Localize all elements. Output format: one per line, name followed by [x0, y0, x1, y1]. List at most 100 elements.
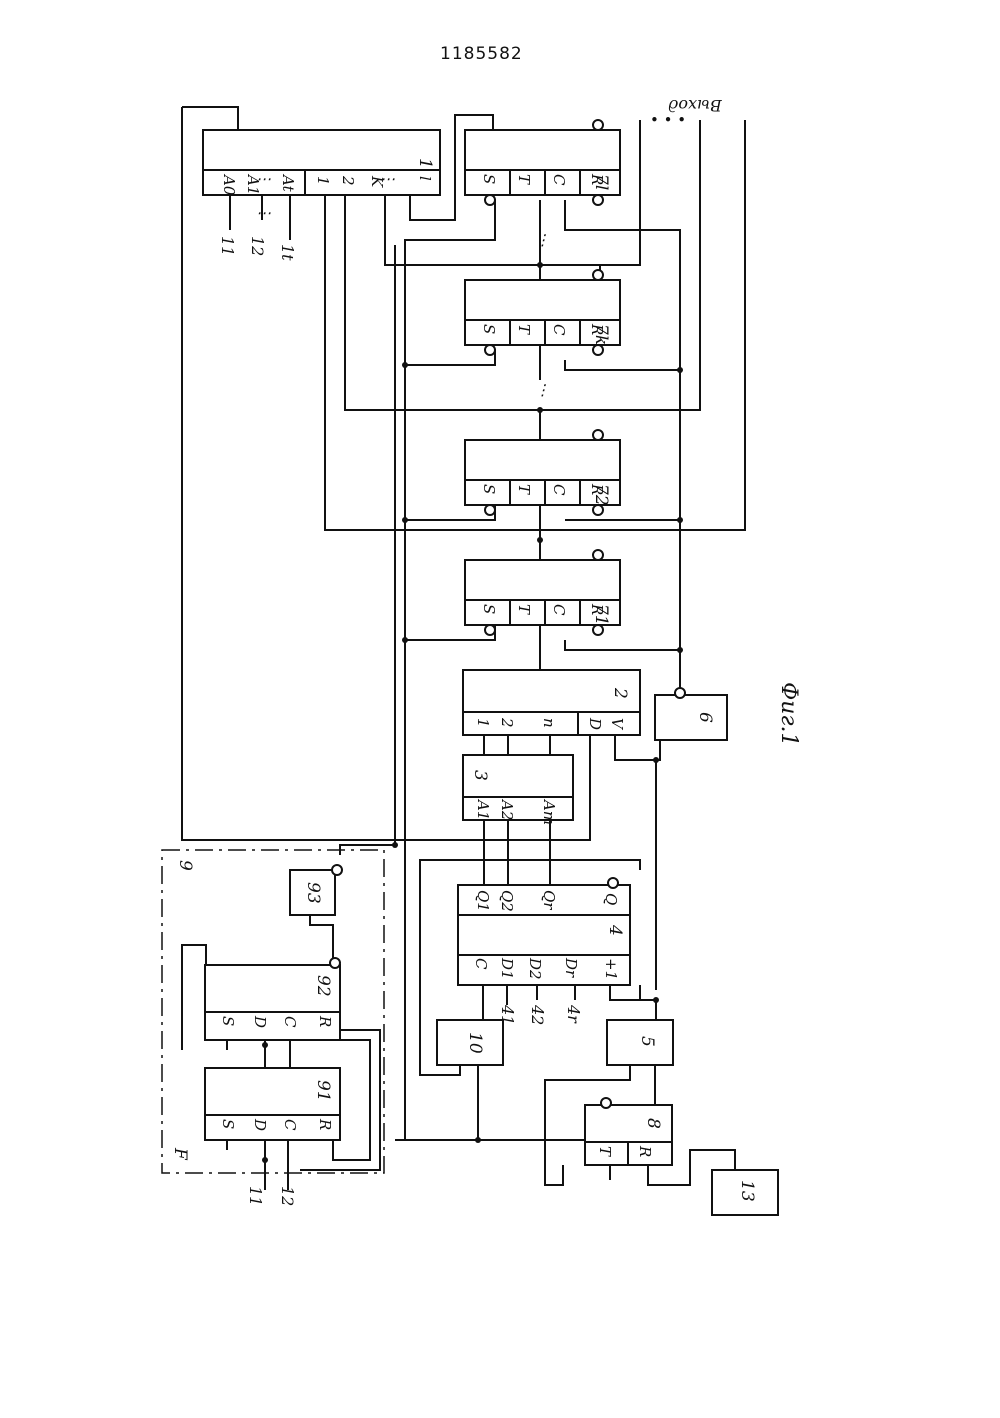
block-4-pin-dr: Dr: [562, 957, 580, 978]
block-4-number: 4: [605, 924, 625, 936]
block-9-2-pin-s: S: [219, 1016, 237, 1026]
trigger-block: 72STCR: [465, 430, 620, 515]
trigger-pin-t: T: [515, 484, 533, 495]
input-1-t: 1t: [278, 244, 297, 261]
block-1-pin-at: At: [279, 173, 297, 193]
inversion-circle: [485, 505, 495, 515]
trigger-pin-t: T: [515, 174, 533, 185]
trigger-pin-r: R: [588, 323, 606, 335]
trigger-pin-r: R: [588, 483, 606, 495]
block-4-pin-plus1: +1: [602, 958, 620, 980]
block-3-pin-a2: A2: [498, 798, 516, 820]
input-12: 12: [278, 1186, 297, 1206]
block-1: 1 A0 A1 At 1 2 K l ⋯ ⋯: [203, 130, 440, 196]
input-4-2: 42: [528, 1004, 547, 1025]
block-2-pin-2: 2: [498, 717, 516, 728]
chain-dots-top: ⋮: [535, 231, 550, 249]
block-1-pin-2: 2: [339, 175, 357, 186]
block-4-pin-d1: D1: [498, 957, 516, 980]
block-9-2-pin-r: R: [316, 1015, 334, 1027]
block-1-pin-a0: A0: [220, 173, 238, 196]
inversion-circle: [593, 505, 603, 515]
block-5: 5: [607, 1020, 673, 1065]
trigger-pin-c: C: [550, 324, 568, 336]
block-1-pin-l: l: [416, 176, 434, 181]
block-2-pin-n: n: [540, 718, 558, 728]
block-2: 2 1 2 n D V: [463, 670, 640, 735]
trigger-pin-s: S: [480, 174, 498, 184]
inversion-circle: [593, 270, 603, 280]
block-8: 8 T R: [585, 1098, 672, 1165]
block-1-dots-a: ⋯: [256, 170, 271, 188]
block-13-number: 13: [737, 1180, 757, 1202]
output-dots: • • •: [650, 111, 686, 129]
trigger-pin-c: C: [550, 174, 568, 186]
inputs-group-1-dots: ⋯: [256, 204, 271, 222]
block-3-number: 3: [470, 770, 490, 781]
external-inputs: 11 12: [246, 1186, 297, 1206]
block-9-2-pin-d: D: [251, 1015, 269, 1028]
trigger-pin-s: S: [480, 484, 498, 494]
block-3-pin-am: Am: [540, 798, 558, 825]
patent-number: 1185582: [440, 44, 523, 64]
trigger-block: 7lSTCR: [465, 120, 620, 205]
trigger-pin-r: R: [588, 173, 606, 185]
trigger-pin-r: R: [588, 603, 606, 615]
trigger-pin-c: C: [550, 604, 568, 616]
trigger-block: 7kSTCR: [465, 270, 620, 355]
block-8-pin-r: R: [636, 1145, 654, 1157]
block-1-number: 1: [415, 158, 435, 169]
inversion-circle: [593, 550, 603, 560]
input-1-2: 12: [248, 236, 267, 256]
block-9-1-pin-s: S: [219, 1119, 237, 1129]
block-10: 10: [437, 1020, 503, 1065]
block-8-number: 8: [643, 1118, 663, 1129]
block-1-pin-1: 1: [314, 176, 332, 186]
trigger-pin-s: S: [480, 324, 498, 334]
inversion-circle: [485, 625, 495, 635]
input-1-1: 11: [218, 236, 237, 256]
block-3-pin-a1: A1: [474, 798, 492, 820]
block-9-number: 9: [175, 860, 195, 871]
trigger-pin-c: C: [550, 484, 568, 496]
block-4-pin-qr: Qr: [540, 890, 558, 910]
block-2-pin-d: D: [586, 717, 604, 730]
inversion-circle: [593, 430, 603, 440]
trigger-chain: 71STCR72STCR7kSTCR7lSTCR: [465, 120, 620, 635]
block-4-pin-q: Q: [602, 893, 620, 905]
inversion-circle: [593, 195, 603, 205]
block-6: 6: [655, 688, 727, 740]
inversion-circle: [593, 625, 603, 635]
block-5-number: 5: [637, 1036, 657, 1047]
block-9-3-number: 93: [303, 882, 323, 904]
inversion-circle: [593, 345, 603, 355]
block-4-pin-c: C: [472, 958, 490, 970]
block-9-2-pin-c: C: [281, 1016, 299, 1028]
trigger-pin-t: T: [515, 604, 533, 615]
trigger-block: 71STCR: [465, 550, 620, 635]
inversion-circle: [485, 345, 495, 355]
block-10-number: 10: [465, 1032, 485, 1054]
block-4-pin-q2: Q2: [498, 890, 516, 912]
block-3: 3 A1 A2 Am: [463, 755, 573, 825]
input-4-r: 4r: [564, 1004, 583, 1024]
block-4: 4 Q1 Q2 Qr Q C D1 D2 Dr +1: [458, 878, 630, 985]
block-6-number: 6: [695, 712, 715, 723]
frame-label: F: [170, 1147, 190, 1161]
trigger-pin-t: T: [515, 324, 533, 335]
block-4-pin-q1: Q1: [474, 890, 492, 912]
block-4-pin-d2: D2: [526, 957, 544, 980]
chain-dots-mid: ⋮: [535, 381, 550, 399]
block-9-1-pin-r: R: [316, 1118, 334, 1130]
input-11: 11: [246, 1186, 265, 1206]
inversion-circle: [593, 120, 603, 130]
block-9-group: 9 F 93 92 S D C R 91 S D C R: [162, 850, 384, 1173]
block-1-dots-b: ⋯: [380, 170, 395, 188]
block-9-1-pin-d: D: [251, 1118, 269, 1131]
block-2-pin-1: 1: [474, 718, 492, 728]
block-9-2-number: 92: [313, 975, 333, 997]
block-2-number: 2: [610, 687, 630, 699]
block-9-1-pin-c: C: [281, 1119, 299, 1131]
block-8-pin-t: T: [596, 1146, 614, 1157]
